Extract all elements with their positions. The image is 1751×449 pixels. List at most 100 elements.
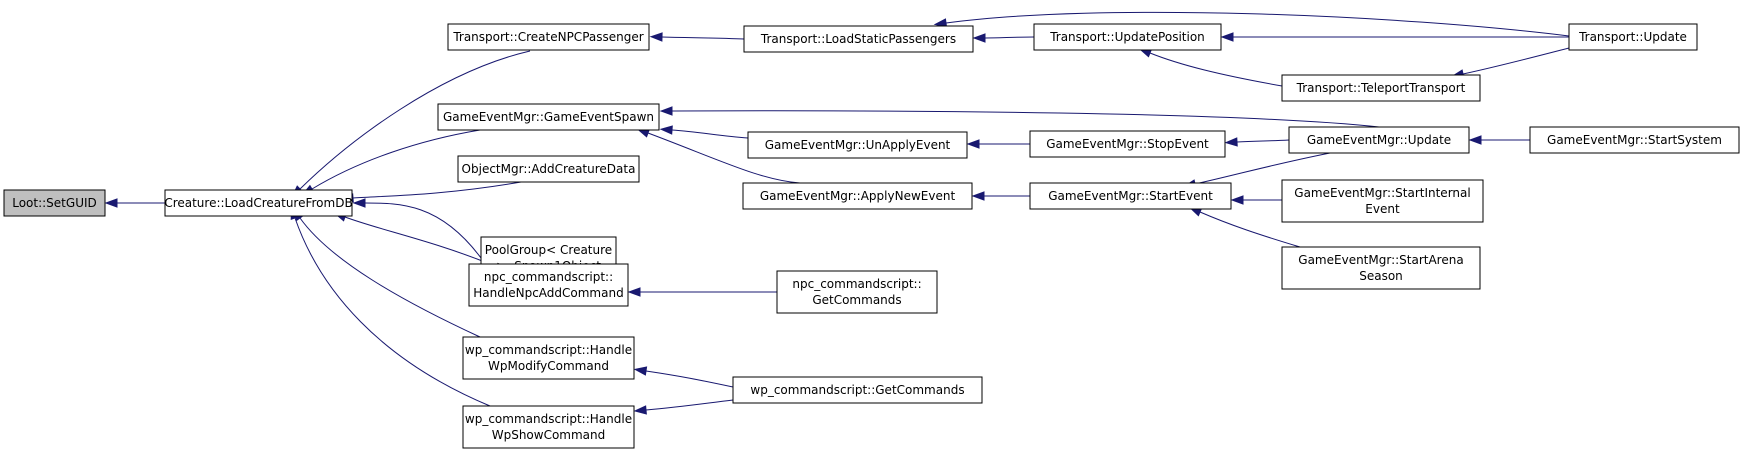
call-edge-wp_getcommands-to-wp_handlewpmodifycommand — [633, 366, 734, 388]
node-gameeventmgr-applynewevent[interactable]: GameEventMgr::ApplyNewEvent — [742, 182, 973, 210]
node-gameeventmgr-gameeventspawn[interactable]: GameEventMgr::GameEventSpawn — [437, 103, 660, 131]
call-edge-objectmgr_addcreaturedata-to-creature_loadcreaturefromdb — [340, 181, 522, 203]
node-box — [468, 263, 629, 307]
node-loot-setguid[interactable]: Loot::SetGUID — [3, 189, 106, 217]
node-label: HandleNpcAddCommand — [473, 286, 623, 300]
node-gameeventmgr-unapplyevent[interactable]: GameEventMgr::UnApplyEvent — [747, 131, 968, 159]
node-npc-getcommands[interactable]: npc_commandscript::GetCommands — [776, 270, 938, 314]
node-box — [3, 189, 106, 217]
node-box — [747, 131, 968, 159]
node-label: ObjectMgr::AddCreatureData — [462, 162, 636, 176]
node-box — [1281, 179, 1484, 223]
call-edge-gameeventmgr_unapplyevent-to-gameeventmgr_gameeventspawn — [659, 125, 749, 139]
node-label: wp_commandscript::Handle — [465, 343, 632, 357]
node-box — [1281, 74, 1481, 102]
arrowhead — [1230, 195, 1244, 205]
edge-line — [344, 216, 491, 265]
call-edge-wp_handlewpshowcommand-to-creature_loadcreaturefromdb — [290, 206, 491, 407]
node-npc-handlenpcaddcommand[interactable]: npc_commandscript::HandleNpcAddCommand — [468, 263, 629, 307]
edge-line — [945, 11, 1570, 37]
node-box — [743, 25, 974, 53]
arrowhead — [633, 366, 648, 376]
node-box — [1033, 23, 1222, 51]
node-label: GameEventMgr::Update — [1307, 133, 1451, 147]
node-box — [447, 23, 650, 51]
arrowhead — [659, 106, 673, 116]
edge-line — [1199, 211, 1301, 248]
edge-line — [1194, 152, 1331, 185]
node-label: Event — [1365, 202, 1400, 216]
node-label: GameEventMgr::StartArena — [1298, 253, 1463, 267]
node-gameeventmgr-startsystem[interactable]: GameEventMgr::StartSystem — [1529, 126, 1740, 154]
node-objectmgr-addcreaturedata[interactable]: ObjectMgr::AddCreatureData — [457, 155, 640, 183]
call-edge-gameeventmgr_stopevent-to-gameeventmgr_unapplyevent — [966, 139, 1030, 149]
call-edge-gameeventmgr_startevent-to-gameeventmgr_applynewevent — [971, 191, 1030, 201]
node-gameeventmgr-update[interactable]: GameEventMgr::Update — [1288, 126, 1470, 154]
node-box — [457, 155, 640, 183]
node-transport-loadstaticpassengers[interactable]: Transport::LoadStaticPassengers — [743, 25, 974, 53]
node-label: GameEventMgr::ApplyNewEvent — [760, 189, 956, 203]
node-label: GameEventMgr::StopEvent — [1046, 137, 1209, 151]
call-edge-gameeventmgr_startinternalevent-to-gameeventmgr_startevent — [1230, 195, 1282, 205]
node-label: GameEventMgr::UnApplyEvent — [765, 138, 951, 152]
edge-line — [299, 50, 531, 190]
node-box — [164, 189, 353, 217]
node-gameeventmgr-startevent[interactable]: GameEventMgr::StartEvent — [1029, 182, 1232, 210]
node-label: Transport::UpdatePosition — [1049, 30, 1205, 44]
node-transport-update[interactable]: Transport::Update — [1568, 23, 1698, 51]
node-label: Transport::TeleportTransport — [1296, 81, 1466, 95]
call-edge-transport_loadstaticpassengers-to-transport_createnpcpassenger — [649, 32, 745, 42]
edge-line — [645, 399, 734, 411]
edge-line — [661, 36, 745, 40]
node-transport-teleporttransport[interactable]: Transport::TeleportTransport — [1281, 74, 1481, 102]
edge-line — [1236, 139, 1290, 143]
node-box — [462, 405, 635, 449]
arrowhead — [627, 287, 641, 297]
node-box — [1529, 126, 1740, 154]
node-label: Transport::Update — [1578, 30, 1687, 44]
arrowhead — [1224, 137, 1238, 147]
arrowhead — [659, 125, 673, 135]
node-creature-loadcreaturefromdb[interactable]: Creature::LoadCreatureFromDB — [164, 189, 353, 217]
node-wp-getcommands[interactable]: wp_commandscript::GetCommands — [732, 376, 983, 404]
node-box — [462, 336, 635, 380]
node-label: PoolGroup< Creature — [485, 243, 612, 257]
node-box — [1029, 182, 1232, 210]
arrowhead — [1220, 32, 1234, 42]
edge-line — [352, 181, 522, 199]
node-transport-updateposition[interactable]: Transport::UpdatePosition — [1033, 23, 1222, 51]
call-edge-wp_getcommands-to-wp_handlewpshowcommand — [633, 399, 734, 415]
node-transport-createnpcpassenger[interactable]: Transport::CreateNPCPassenger — [447, 23, 650, 51]
edge-line — [984, 36, 1035, 39]
call-edge-transport_teleporttransport-to-transport_updateposition — [1138, 48, 1283, 87]
arrowhead — [972, 33, 986, 43]
call-edge-npc_handlenpcaddcommand-to-creature_loadcreaturefromdb — [333, 212, 491, 265]
node-label: Loot::SetGUID — [12, 196, 97, 210]
node-label: GameEventMgr::StartInternal — [1294, 186, 1470, 200]
call-edge-transport_update-to-transport_teleporttransport — [1450, 47, 1570, 79]
node-label: Season — [1359, 269, 1403, 283]
node-label: GameEventMgr::GameEventSpawn — [443, 110, 654, 124]
node-label: npc_commandscript:: — [792, 277, 921, 291]
node-gameeventmgr-stopevent[interactable]: GameEventMgr::StopEvent — [1029, 130, 1226, 158]
arrowhead — [104, 198, 118, 208]
edge-line — [671, 129, 749, 139]
node-box — [732, 376, 983, 404]
node-label: GameEventMgr::StartEvent — [1048, 189, 1213, 203]
node-label: GameEventMgr::StartSystem — [1547, 133, 1722, 147]
node-box — [1288, 126, 1470, 154]
call-edge-poolgroup_spawn1object-to-creature_loadcreaturefromdb — [352, 198, 482, 259]
node-box — [1568, 23, 1698, 51]
arrowhead — [1468, 135, 1482, 145]
call-edge-gameeventmgr_update-to-gameeventmgr_gameeventspawn — [659, 106, 1380, 128]
edge-line — [671, 110, 1380, 128]
node-box — [1281, 246, 1481, 290]
arrowhead — [352, 198, 366, 208]
node-box — [1029, 130, 1226, 158]
edge-line — [1462, 47, 1570, 75]
